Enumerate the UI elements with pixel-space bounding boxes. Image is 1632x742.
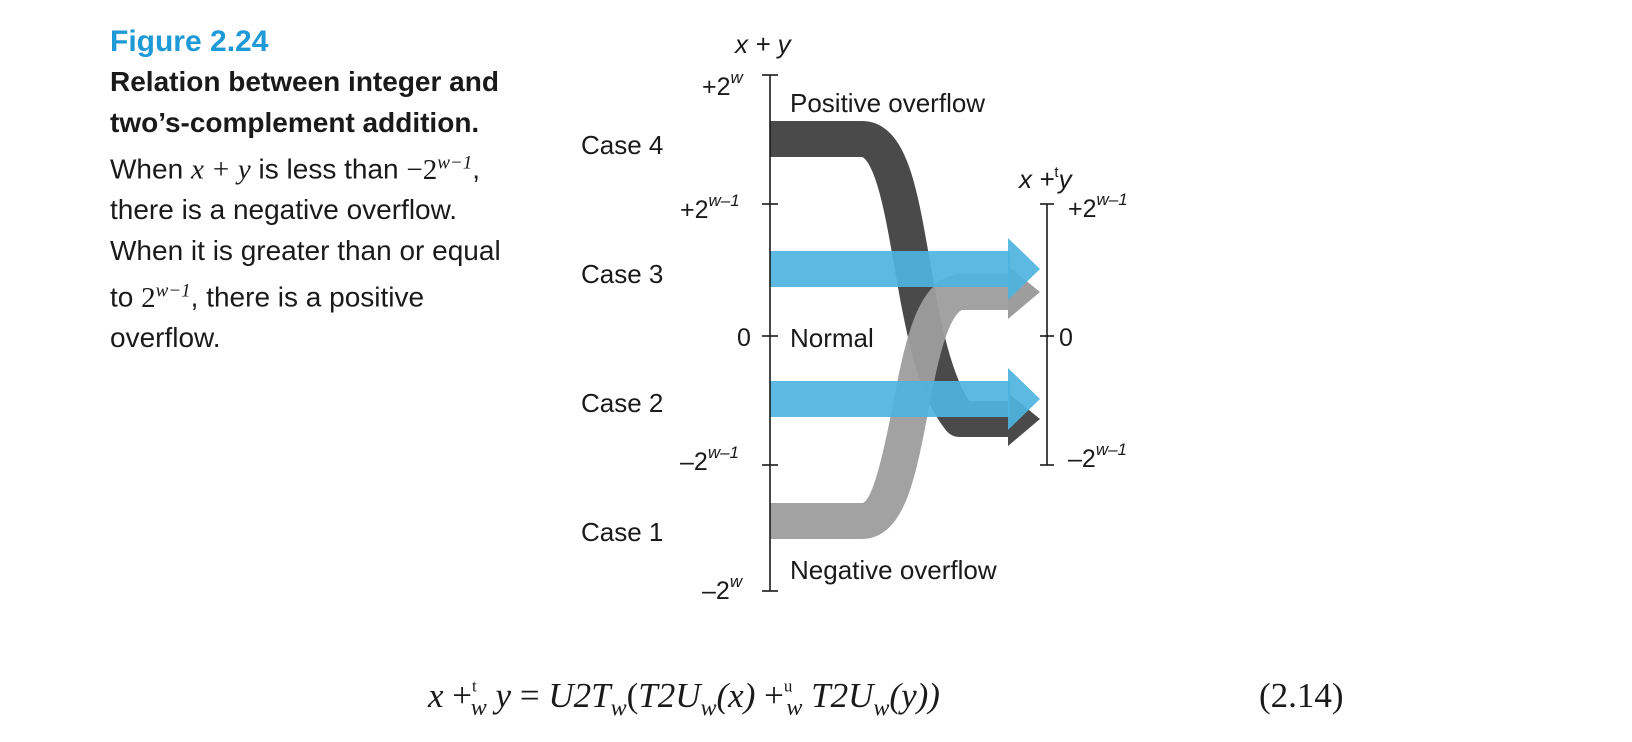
right-tick-label-top: +2w–1 bbox=[1068, 190, 1128, 223]
eq-lhs-x: x bbox=[428, 676, 444, 715]
case-3-label: Case 3 bbox=[581, 259, 663, 289]
case-2-label: Case 2 bbox=[581, 388, 663, 418]
eq-lhs-y: y bbox=[495, 676, 512, 715]
eq-t2u-x: T2Uw(x) bbox=[638, 676, 756, 722]
case-1-label: Case 1 bbox=[581, 517, 663, 547]
case3-arrow bbox=[1008, 238, 1040, 300]
eq-op-tplus: +tw bbox=[452, 676, 487, 722]
right-tick-label-bottom: –2w–1 bbox=[1068, 440, 1127, 473]
left-tick-label-bottom: –2w bbox=[702, 572, 744, 605]
caption-math-3: 2w−1 bbox=[141, 280, 191, 314]
right-axis-title: x +ty bbox=[1017, 164, 1074, 194]
normal-label: Normal bbox=[790, 323, 874, 353]
eq-t2u-y: T2Uw(y)) bbox=[811, 676, 940, 722]
right-tick-label-zero: 0 bbox=[1059, 324, 1073, 352]
negative-overflow-label: Negative overflow bbox=[790, 555, 997, 585]
case2-band bbox=[770, 381, 1010, 417]
eq-open-paren: ( bbox=[626, 676, 639, 715]
eq-equals: = bbox=[519, 676, 540, 715]
eq-op-uplus: +uw bbox=[764, 676, 803, 722]
positive-overflow-label: Positive overflow bbox=[790, 88, 985, 118]
caption-math-1: x + y bbox=[190, 153, 251, 186]
case-4-label: Case 4 bbox=[581, 130, 663, 160]
left-tick-label-half-top: +2w–1 bbox=[680, 191, 740, 224]
figure-label: Figure 2.24 bbox=[110, 25, 269, 58]
caption-text: Relation between integer and two’s-compl… bbox=[110, 62, 510, 359]
equation-2-14: x +tw y = U2Tw(T2Uw(x) +uw T2Uw(y)) bbox=[428, 676, 940, 722]
caption-title: Relation between integer and two’s-compl… bbox=[110, 66, 499, 138]
caption-math-2: −2w−1 bbox=[406, 152, 473, 186]
caption-text-3: , there is a negative overflow. When it … bbox=[110, 153, 501, 313]
case3-band bbox=[770, 251, 1010, 287]
left-tick-label-half-bottom: –2w–1 bbox=[680, 443, 739, 476]
caption-text-1: When bbox=[110, 153, 184, 185]
caption-text-4: , there is a positive overflow. bbox=[110, 281, 425, 354]
eq-u2t: U2Tw bbox=[548, 676, 627, 722]
figure-caption: Figure 2.24 Relation between integer and… bbox=[110, 22, 510, 359]
left-tick-label-zero: 0 bbox=[737, 324, 751, 352]
caption-text-2: is less than bbox=[258, 153, 399, 185]
equation-number: (2.14) bbox=[1259, 676, 1344, 715]
left-axis-title: x + y bbox=[733, 29, 793, 59]
left-tick-label-top: +2w bbox=[702, 68, 745, 101]
case2-arrow bbox=[1008, 368, 1040, 430]
